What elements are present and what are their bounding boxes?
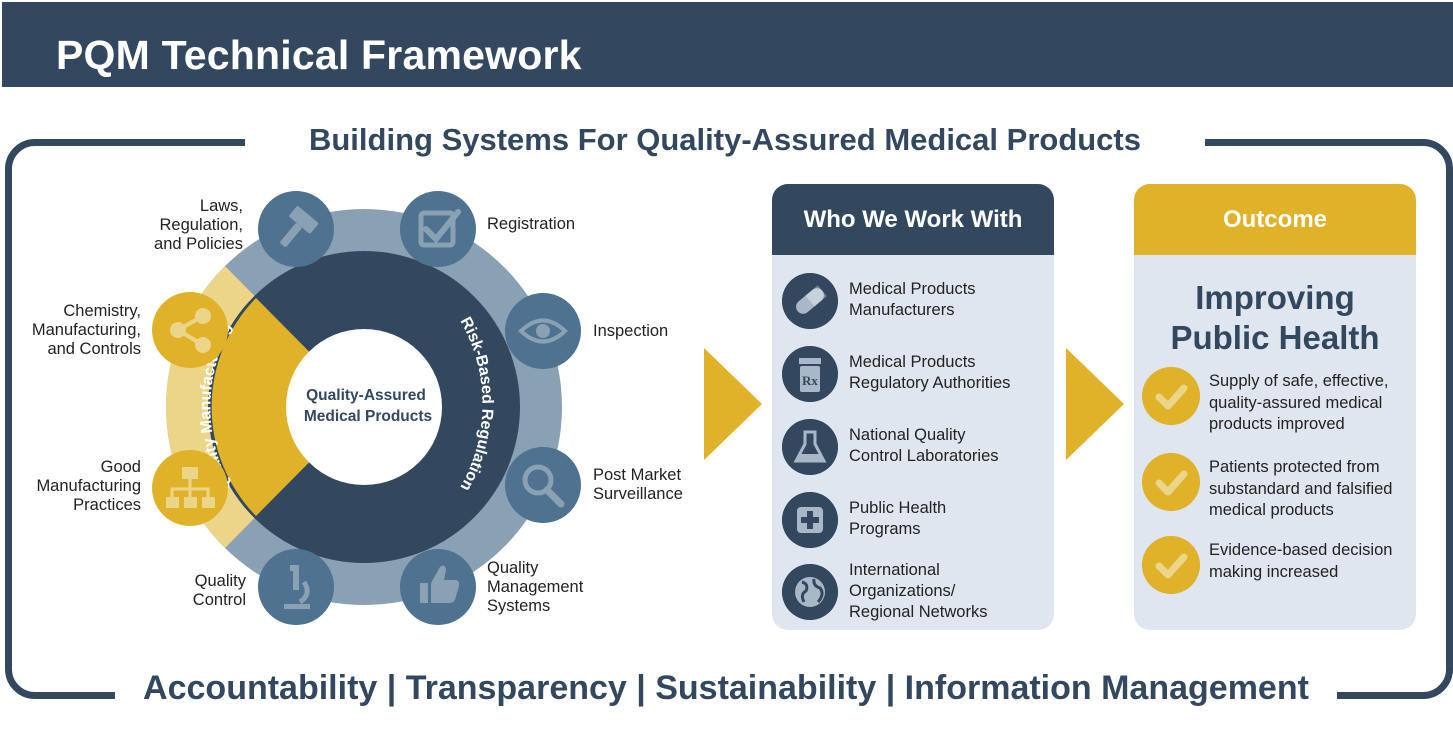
center-label-2: Medical Products xyxy=(304,408,432,425)
thumbs-up-icon xyxy=(400,549,476,625)
check-icon xyxy=(1142,453,1200,511)
plus-box-icon xyxy=(782,492,838,548)
label-cmc: Chemistry,Manufacturing,and Controls xyxy=(31,302,141,358)
page-title: PQM Technical Framework xyxy=(56,32,582,78)
eye-icon xyxy=(505,293,581,369)
checkbox-icon xyxy=(400,191,476,267)
svg-text:Rx: Rx xyxy=(802,373,818,388)
rx-bottle-icon: Rx xyxy=(782,346,838,402)
gavel-icon xyxy=(258,191,334,267)
subtitle: Building Systems For Quality-Assured Med… xyxy=(245,118,1205,162)
outcome-card-title: Outcome xyxy=(1134,184,1416,255)
flask-icon xyxy=(782,419,838,475)
pill-icon xyxy=(782,273,838,329)
outcome-item-text: Supply of safe, effective,quality-assure… xyxy=(1209,372,1389,433)
label-laws: Laws,Regulation,and Policies xyxy=(154,197,243,253)
arrow-right-1 xyxy=(704,348,762,460)
header-bar: PQM Technical Framework xyxy=(2,2,1453,87)
center-circle xyxy=(286,329,442,485)
magnifier-icon xyxy=(505,447,581,523)
framework-wheel: Quality-Assured Medical Products Risk-Ba… xyxy=(152,191,581,625)
globe-icon xyxy=(782,564,838,620)
principles-footer: Accountability | Transparency | Sustaina… xyxy=(115,666,1337,710)
who-card-title: Who We Work With xyxy=(772,184,1054,255)
label-inspection: Inspection xyxy=(593,322,669,340)
arrow-right-2 xyxy=(1066,348,1124,460)
check-icon xyxy=(1142,367,1200,425)
label-registration: Registration xyxy=(487,215,576,233)
microscope-icon xyxy=(258,549,334,625)
center-label-1: Quality-Assured xyxy=(306,387,426,404)
check-icon xyxy=(1142,536,1200,594)
org-chart-icon xyxy=(152,450,228,526)
share-icon xyxy=(152,292,228,368)
